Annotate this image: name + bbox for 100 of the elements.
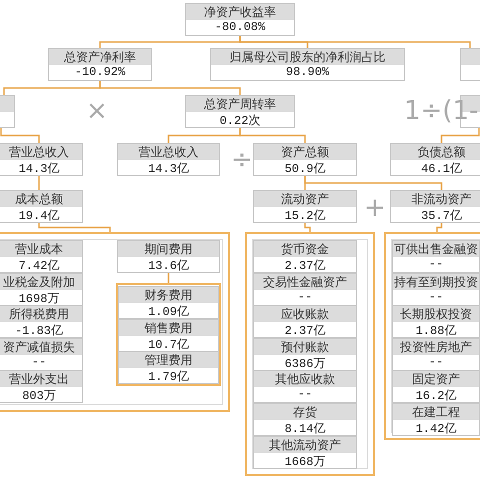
metric-box — [390, 190, 480, 223]
metric-value: 0.22次 — [218, 113, 262, 127]
metric-value: 50.9亿 — [284, 161, 326, 175]
metric-value: -1.83亿 — [14, 323, 64, 338]
metric-value: 46.1亿 — [420, 161, 463, 175]
metric-value: 35.7亿 — [420, 208, 463, 222]
metric-name: 负债总额 — [391, 144, 480, 160]
metric-name: 其他应收款 — [254, 371, 356, 388]
metric-value: 2.37亿 — [284, 258, 326, 272]
metric-name: 存货 — [254, 404, 356, 420]
metric-name: 投资性房地产 — [393, 338, 479, 355]
metric-box — [0, 305, 83, 338]
metric-box — [118, 351, 219, 384]
metric-box — [48, 48, 152, 81]
metric-value: 14.3亿 — [147, 161, 190, 175]
metric-box — [185, 95, 295, 128]
group-frame — [245, 232, 375, 476]
metric-value: 7.42亿 — [18, 258, 60, 272]
metric-box — [0, 143, 83, 176]
metric-value: 1.42亿 — [414, 421, 458, 435]
metric-name: 可供出售金融资 — [393, 241, 479, 257]
metric-box — [390, 143, 480, 176]
metric-box — [185, 3, 295, 36]
metric-box — [117, 240, 220, 273]
metric-value: 1668万 — [284, 454, 326, 468]
connector-line — [436, 223, 442, 232]
metric-box — [392, 272, 480, 306]
connector-line — [38, 176, 40, 190]
metric-name: 业税金及附加 — [0, 274, 82, 290]
metric-box — [253, 190, 357, 223]
metric-name: 期间费用 — [118, 241, 219, 257]
operator-sign: 1÷(1- — [404, 96, 478, 126]
metric-box — [253, 370, 357, 404]
metric-value: 15.2亿 — [284, 208, 326, 222]
metric-name: 归属母公司股东的净利润占比 — [211, 49, 404, 65]
metric-name: 净资产收益率 — [186, 4, 294, 20]
connector-line — [239, 128, 306, 143]
metric-box — [392, 403, 480, 436]
metric-value: -- — [296, 290, 314, 305]
operator-sign: ÷ — [231, 145, 253, 175]
metric-value: 13.6亿 — [147, 258, 190, 272]
metric-name: 在建工程 — [393, 404, 479, 420]
metric-box — [0, 190, 83, 223]
metric-box — [253, 305, 357, 338]
metric-box — [0, 370, 83, 404]
connector-line — [304, 176, 442, 190]
group-frame — [384, 232, 480, 440]
metric-value: 1.79亿 — [147, 369, 190, 384]
metric-name: 管理费用 — [119, 352, 218, 368]
group-frame — [116, 283, 221, 386]
metric-name: 总资产周转率 — [186, 96, 294, 112]
metric-name: 资产总额 — [254, 144, 356, 160]
metric-value: 14.3亿 — [18, 161, 60, 175]
metric-value: 2.37亿 — [284, 323, 326, 338]
operator-sign: + — [364, 193, 386, 223]
metric-name: 财务费用 — [119, 287, 218, 303]
metric-value: 8.14亿 — [284, 421, 326, 435]
metric-value: 98.90% — [284, 65, 330, 80]
metric-box — [0, 272, 83, 306]
metric-name: 总资产净利率 — [49, 49, 151, 65]
metric-box — [117, 143, 220, 176]
metric-box — [253, 272, 357, 306]
metric-name: 营业总收入 — [118, 144, 219, 160]
metric-box — [392, 370, 480, 404]
metric-box — [210, 48, 405, 81]
metric-value: -- — [296, 387, 314, 402]
metric-box — [392, 338, 480, 371]
metric-value: -- — [428, 257, 444, 272]
metric-value: 6386万 — [284, 356, 326, 370]
metric-box — [253, 436, 357, 469]
metric-box — [253, 338, 357, 371]
metric-box — [0, 240, 83, 273]
metric-name: 成本总额 — [0, 191, 82, 207]
metric-name: 营业总收入 — [0, 144, 82, 160]
metric-box — [253, 403, 357, 436]
metric-name: 其他流动资产 — [254, 436, 356, 453]
connector-line — [168, 273, 170, 283]
connector-line — [0, 128, 40, 143]
metric-name: 所得税费用 — [0, 306, 82, 322]
metric-value: 1.09亿 — [147, 304, 190, 318]
metric-name: 交易性金融资产 — [254, 274, 356, 290]
metric-value: 16.2亿 — [414, 388, 458, 402]
metric-value: -- — [428, 290, 444, 305]
metric-box — [0, 338, 83, 371]
metric-name: 应收账款 — [254, 306, 356, 322]
metric-box — [392, 305, 480, 338]
connector-line — [99, 81, 241, 95]
metric-value: 803万 — [21, 388, 57, 402]
metric-box — [392, 240, 480, 273]
metric-name: 销售费用 — [119, 320, 218, 336]
metric-value: 1.88亿 — [414, 323, 458, 338]
metric-name: 固定资产 — [393, 371, 479, 388]
metric-name: 流动资产 — [254, 191, 356, 207]
metric-name: 营业成本 — [0, 241, 82, 257]
metric-name: 长期股权投资 — [393, 306, 479, 322]
metric-name: 货币资金 — [254, 241, 356, 257]
metric-name: 非流动资产 — [391, 191, 480, 207]
connector-line — [440, 128, 480, 143]
metric-box — [253, 143, 357, 176]
group-frame — [0, 232, 230, 412]
